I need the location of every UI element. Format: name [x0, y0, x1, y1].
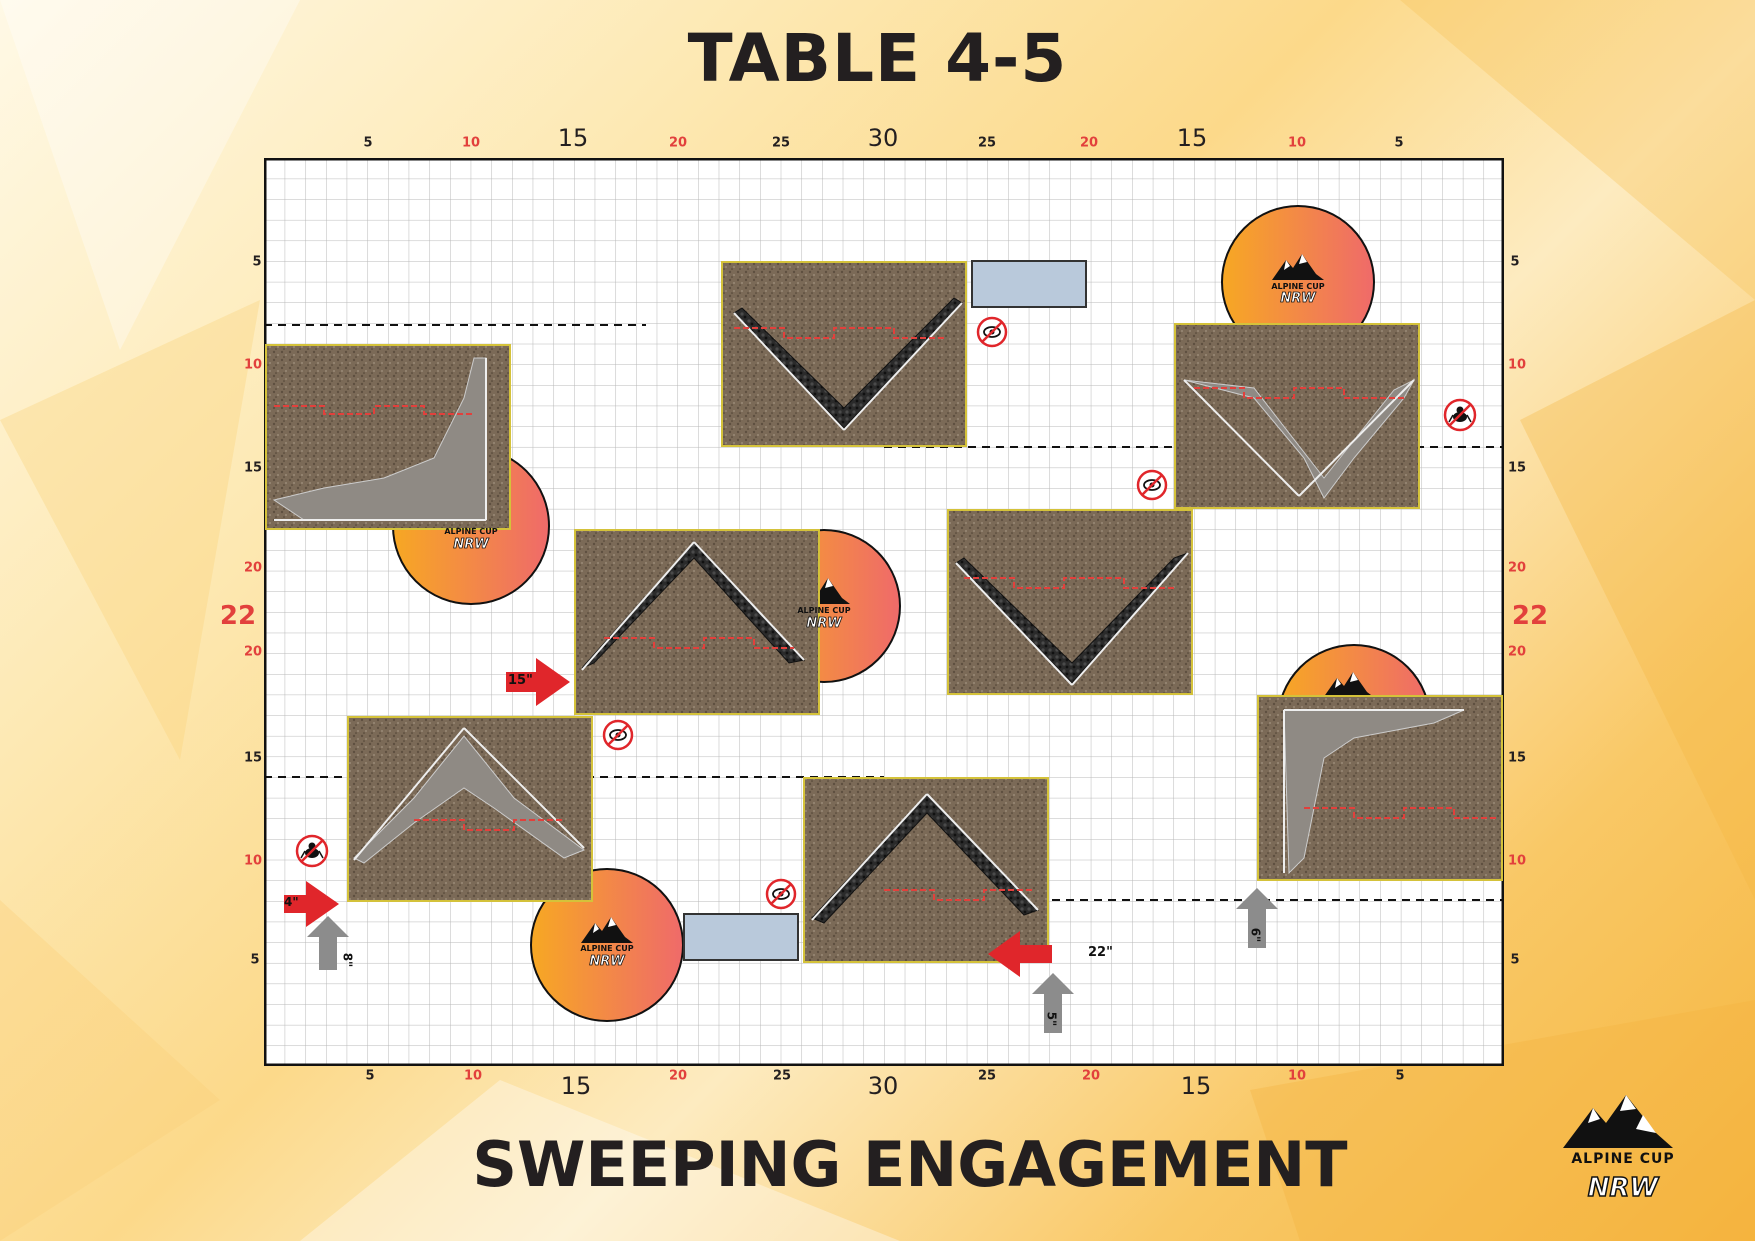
deployment-distance-label: 8"	[340, 952, 355, 968]
deployment-distance-label: 4"	[284, 895, 299, 909]
deployment-distance-label: 15"	[508, 673, 533, 688]
terrain-tile	[803, 777, 1049, 963]
corner-logo-line2: NRW	[1587, 1172, 1659, 1204]
deployment-arrow-red	[284, 881, 339, 927]
left-ruler-label: 22	[219, 601, 257, 631]
corner-logo-line1: ALPINE CUP	[1571, 1151, 1675, 1167]
top-ruler-label: 30	[867, 124, 899, 152]
bottom-ruler-label: 25	[772, 1068, 792, 1084]
top-ruler-label: 10	[461, 135, 481, 151]
right-ruler-label: 22	[1511, 601, 1549, 631]
terrain-tile	[347, 716, 593, 902]
deployment-distance-label: 5"	[1044, 1011, 1059, 1027]
right-ruler-label: 15	[1507, 460, 1527, 476]
no-line-of-sight-icon	[602, 719, 634, 751]
terrain-tile	[721, 261, 967, 447]
objective-logo-label: ALPINE CUP	[580, 944, 634, 953]
top-ruler-label: 25	[977, 135, 997, 151]
no-infiltrate-icon	[295, 834, 329, 868]
bottom-ruler-label: 30	[867, 1072, 899, 1100]
deployment-arrow-grey	[307, 916, 349, 970]
bottom-ruler-label: 10	[1287, 1068, 1307, 1084]
left-ruler-label: 10	[243, 853, 263, 869]
right-ruler-label: 20	[1507, 644, 1527, 660]
terrain-tile	[1257, 695, 1503, 881]
left-ruler-label: 15	[243, 460, 263, 476]
objective-logo-label: ALPINE CUP	[444, 527, 498, 536]
top-ruler-label: 20	[668, 135, 688, 151]
objective-logo-label: NRW	[453, 537, 489, 553]
objective-logo-label: NRW	[589, 954, 625, 970]
no-infiltrate-icon	[1443, 398, 1477, 432]
terrain-tile	[1174, 323, 1420, 509]
right-ruler-label: 20	[1507, 560, 1527, 576]
right-ruler-label: 15	[1507, 750, 1527, 766]
page-title: TABLE 4-5	[687, 20, 1068, 97]
bottom-ruler-label: 20	[668, 1068, 688, 1084]
bottom-ruler-label: 20	[1081, 1068, 1101, 1084]
bottom-ruler-label: 15	[560, 1072, 592, 1100]
top-ruler-label: 10	[1287, 135, 1307, 151]
terrain-tile	[265, 344, 511, 530]
no-line-of-sight-icon	[976, 316, 1008, 348]
deployment-distance-label: 6"	[1248, 927, 1263, 943]
right-ruler-label: 10	[1507, 357, 1527, 373]
left-ruler-label: 5	[250, 952, 260, 968]
deployment-arrow-red	[988, 931, 1052, 977]
objective-logo-label: NRW	[806, 616, 842, 632]
left-ruler-label: 15	[243, 750, 263, 766]
left-ruler-label: 5	[252, 254, 262, 270]
left-ruler-label: 20	[243, 644, 263, 660]
left-ruler-label: 10	[243, 357, 263, 373]
mission-name: SWEEPING ENGAGEMENT	[472, 1128, 1348, 1201]
no-line-of-sight-icon	[1136, 469, 1168, 501]
top-ruler-label: 25	[771, 135, 791, 151]
top-ruler-label: 20	[1079, 135, 1099, 151]
right-ruler-label: 5	[1510, 254, 1520, 270]
no-line-of-sight-icon	[765, 878, 797, 910]
objective-logo-label: ALPINE CUP	[1271, 282, 1325, 291]
top-ruler-label: 5	[363, 135, 373, 151]
top-ruler-label: 15	[1176, 124, 1208, 152]
deployment-arrow-grey	[1032, 973, 1074, 1033]
left-ruler-label: 20	[243, 560, 263, 576]
bottom-ruler-label: 10	[463, 1068, 483, 1084]
bottom-ruler-label: 25	[977, 1068, 997, 1084]
terrain-tile	[574, 529, 820, 715]
right-ruler-label: 10	[1507, 853, 1527, 869]
objective-logo-label: ALPINE CUP	[797, 606, 851, 615]
terrain-tile	[947, 509, 1193, 695]
bottom-ruler-label: 15	[1180, 1072, 1212, 1100]
objective-logo-label: NRW	[1280, 291, 1316, 307]
bottom-ruler-label: 5	[1395, 1068, 1405, 1084]
bottom-ruler-label: 5	[365, 1068, 375, 1084]
right-ruler-label: 5	[1510, 952, 1520, 968]
container-terrain	[683, 913, 799, 961]
deployment-distance-label: 22"	[1088, 945, 1113, 960]
container-terrain	[971, 260, 1087, 308]
deployment-arrow-grey	[1236, 888, 1278, 948]
top-ruler-label: 15	[557, 124, 589, 152]
alpine-cup-logo-icon: ALPINE CUP NRW	[1548, 1093, 1698, 1219]
top-ruler-label: 5	[1394, 135, 1404, 151]
deployment-arrow-red	[506, 658, 570, 706]
game-board	[264, 158, 1504, 1066]
